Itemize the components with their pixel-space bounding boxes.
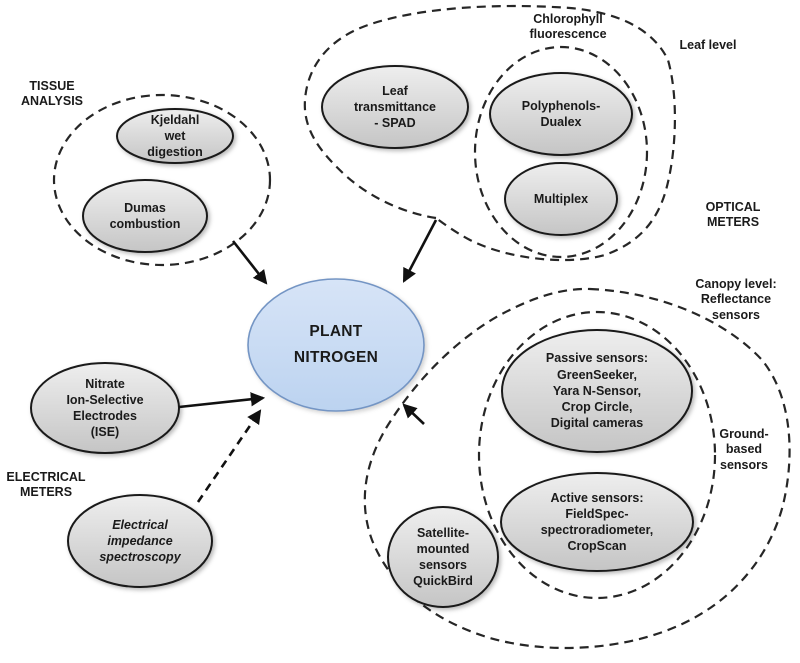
impedance-node-shape [67,494,213,588]
kjeldahl-node-shape [116,108,234,164]
arrow-tissue-to-center [231,240,268,285]
ground-based-sensors-group-outline [477,310,717,600]
passive-sensors-node-shape [501,329,693,453]
chlorophyll-fluorescence-group-outline [473,45,649,259]
satellite-node-shape [387,506,499,608]
arrow-impedance-to-center [196,409,262,503]
active-sensors-node-shape [500,472,694,572]
leaf-transmittance-node-shape [321,65,469,149]
nitrate-ise-node-shape [30,362,180,454]
arrow-canopy-to-center [402,403,425,425]
tissue-analysis-group-outline [52,93,272,267]
leaf-level-group-outline [303,4,676,262]
polyphenols-node-shape [489,72,633,156]
arrow-ise-to-center [178,392,266,409]
plant-nitrogen-node-shape [247,278,425,412]
multiplex-node-shape [504,162,618,236]
canopy-level-group-outline [363,287,791,650]
dumas-node-shape [82,179,208,253]
arrow-leaf-to-center [402,219,438,283]
